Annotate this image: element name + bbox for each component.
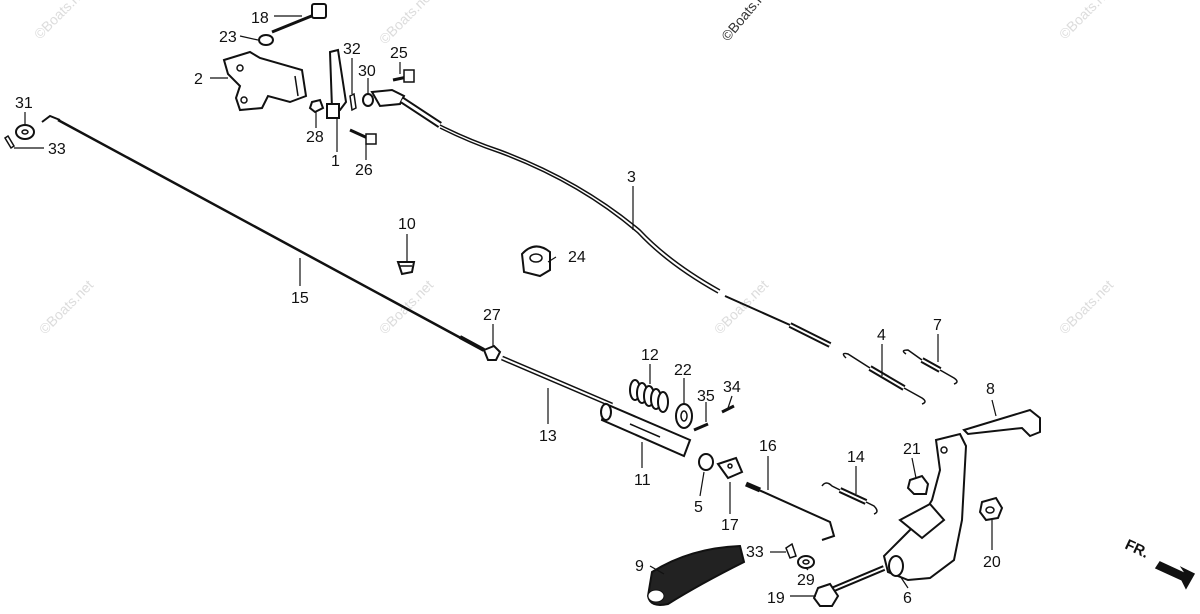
callout-6: 6	[903, 590, 912, 607]
bolt-part-19	[812, 565, 886, 607]
leader-lines	[14, 15, 997, 597]
cable-part-3	[370, 88, 832, 348]
callout-10: 10	[398, 216, 416, 233]
callout-2: 2	[194, 71, 203, 88]
watermark: ©Boats.net	[1056, 0, 1117, 42]
watermark: ©Boats.net	[1056, 277, 1117, 338]
nut-part-21	[906, 474, 930, 495]
callout-3: 3	[627, 169, 636, 186]
spring-part-4	[842, 352, 926, 405]
callout-1: 1	[331, 153, 340, 170]
clamp-part-24	[520, 245, 551, 278]
grommet-part-10	[396, 261, 416, 276]
callout-32: 32	[343, 41, 361, 58]
parts-drawing	[3, 3, 1196, 607]
watermark: ©Boats.net	[36, 277, 97, 338]
callout-33-lower: 33	[746, 544, 764, 561]
spring-part-14	[821, 482, 878, 515]
callout-33: 33	[48, 141, 66, 158]
washer-part-30	[362, 93, 374, 107]
washer-part-22	[675, 403, 693, 429]
pin-part-33	[3, 134, 16, 150]
callout-14: 14	[847, 449, 865, 466]
nut-part-28	[308, 98, 325, 114]
callout-4: 4	[877, 327, 886, 344]
callout-35: 35	[697, 388, 715, 405]
bracket-part-8	[962, 408, 1041, 438]
callout-8: 8	[986, 381, 995, 398]
bracket-part-2	[222, 50, 308, 112]
tube-part-11	[600, 402, 692, 458]
pedal-rubber-part-9	[646, 544, 746, 606]
callout-24: 24	[568, 249, 586, 266]
callout-5: 5	[694, 499, 703, 516]
lever-part-1	[326, 48, 348, 119]
callout-19: 19	[767, 590, 785, 607]
rod-part-16	[745, 481, 836, 541]
washer-part-31	[15, 124, 35, 140]
pin-part-33-lower	[785, 542, 797, 559]
callout-28: 28	[306, 129, 324, 146]
callout-23: 23	[219, 29, 237, 46]
pin-part-34	[721, 404, 735, 414]
watermark: ©Boats.net	[711, 277, 772, 338]
callout-25: 25	[390, 45, 408, 62]
pedal-arm-part-6	[882, 432, 968, 582]
pin-part-35	[693, 422, 709, 432]
pin-part-32	[349, 92, 357, 112]
bolt-part-25	[392, 69, 415, 83]
nut-part-27	[482, 344, 502, 361]
callout-15: 15	[291, 290, 309, 307]
callout-30: 30	[358, 63, 376, 80]
watermarks: ©Boats.net ©Boats.net ©Boats.net ©Boats.…	[31, 0, 1117, 337]
bolt-part-18	[271, 3, 327, 34]
shaft-part-13	[501, 355, 613, 408]
rod-part-15	[41, 114, 485, 352]
joint-part-17	[716, 456, 744, 480]
callout-26: 26	[355, 162, 373, 179]
callout-13: 13	[539, 428, 557, 445]
watermark: ©Boats.net	[376, 0, 437, 47]
bolt-part-26	[349, 128, 377, 145]
spring-part-7	[902, 349, 958, 385]
watermark: ©Boats.net	[31, 0, 92, 42]
callout-29: 29	[797, 572, 815, 589]
callout-9: 9	[635, 558, 644, 575]
callout-21: 21	[903, 441, 921, 458]
callout-12: 12	[641, 347, 659, 364]
callout-18: 18	[251, 10, 269, 27]
callout-34: 34	[723, 379, 741, 396]
washer-part-29	[797, 555, 815, 569]
callout-20: 20	[983, 554, 1001, 571]
spring-part-12	[629, 379, 669, 413]
front-arrow	[1154, 561, 1196, 590]
callout-16: 16	[759, 438, 777, 455]
washer-part-23	[258, 34, 274, 46]
direction-marker: FR.	[1122, 536, 1151, 562]
callout-7: 7	[933, 317, 942, 334]
watermark-dark: ©Boats.net	[718, 0, 775, 44]
watermark: ©Boats.net	[376, 277, 437, 338]
callout-27: 27	[483, 307, 501, 324]
callout-17: 17	[721, 517, 739, 534]
callout-11: 11	[634, 472, 651, 489]
callout-labels: 1 2 3 4 5 6 7 8 9 10 11 12 13 14 15 16 1…	[15, 10, 1001, 607]
callout-22: 22	[674, 362, 692, 379]
collar-part-5	[698, 453, 714, 471]
callout-31: 31	[15, 95, 33, 112]
nut-part-20	[978, 496, 1004, 522]
